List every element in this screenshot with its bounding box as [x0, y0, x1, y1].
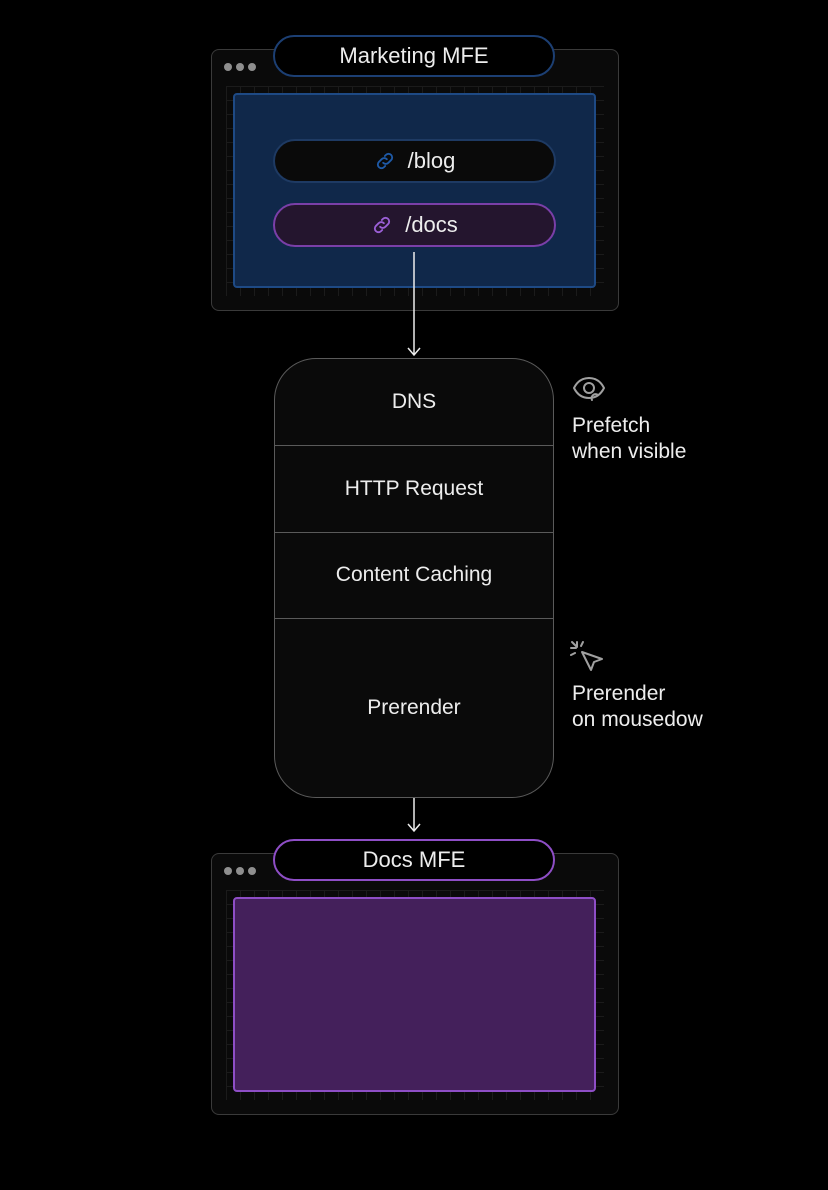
link-icon	[374, 216, 391, 234]
window-dot	[248, 867, 256, 875]
docs-mfe-content-panel	[233, 897, 596, 1092]
window-dot	[236, 63, 244, 71]
flow-arrow-down	[407, 252, 421, 357]
blog-link[interactable]: /blog	[273, 139, 556, 183]
stage-prerender: Prerender	[367, 696, 461, 719]
prefetch-line-1: Prefetch	[572, 414, 651, 437]
stage-content-caching: Content Caching	[275, 532, 553, 619]
window-controls	[224, 63, 256, 71]
cursor-click-icon	[570, 641, 603, 671]
blog-link-label: /blog	[407, 148, 456, 173]
link-icon	[376, 152, 393, 170]
prefetch-line-2: when visible	[572, 440, 687, 463]
window-dot	[236, 867, 244, 875]
docs-mfe-title: Docs MFE	[273, 839, 555, 881]
loading-stages-stack: DNS HTTP Request Content Caching Prerend…	[274, 358, 554, 798]
stage-dns: DNS	[275, 359, 553, 446]
prefetch-annotation: Prefetch when visible	[572, 413, 812, 465]
prerender-line-1: Prerender	[572, 682, 666, 705]
docs-link[interactable]: /docs	[273, 203, 556, 247]
eye-icon	[573, 377, 605, 401]
stage-http-request: HTTP Request	[275, 446, 553, 533]
flow-arrow-down	[407, 798, 421, 833]
window-dot	[224, 63, 232, 71]
prerender-line-2: on mousedow	[572, 708, 703, 731]
marketing-mfe-title: Marketing MFE	[273, 35, 555, 77]
docs-link-label: /docs	[405, 212, 458, 237]
window-controls	[224, 867, 256, 875]
window-dot	[248, 63, 256, 71]
window-dot	[224, 867, 232, 875]
prerender-annotation: Prerender on mousedow	[572, 681, 812, 733]
